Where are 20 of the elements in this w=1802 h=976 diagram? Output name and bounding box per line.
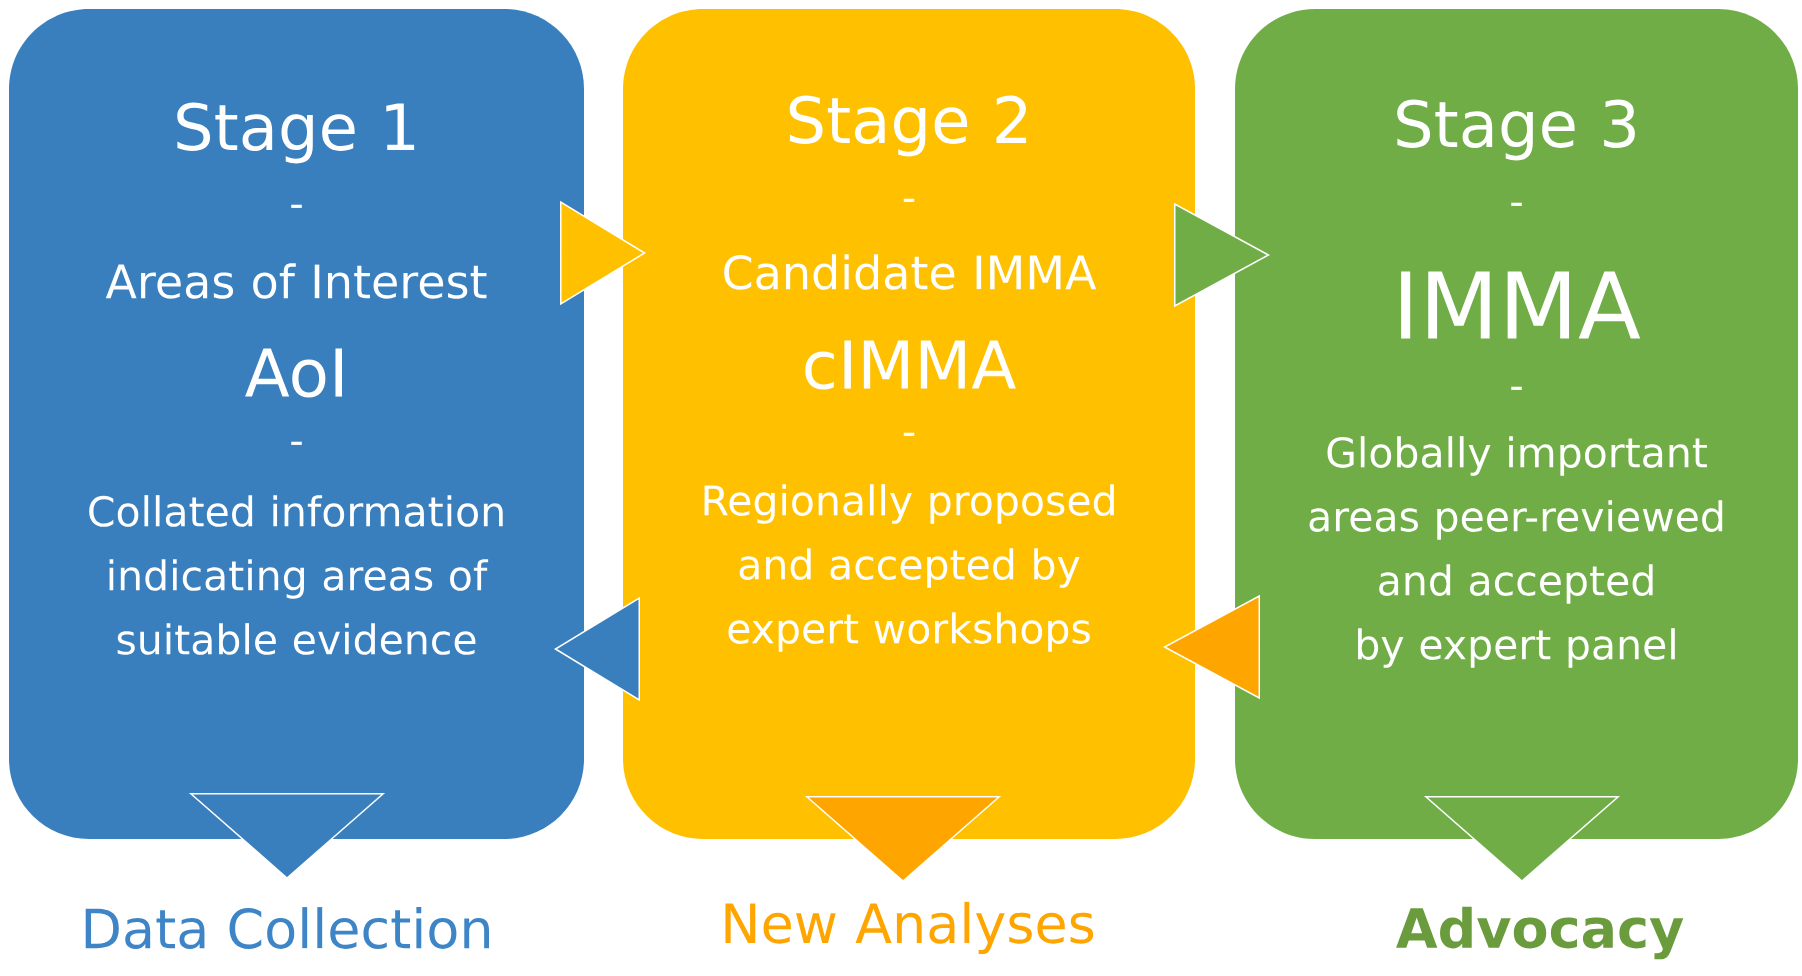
phase-label: New Analyses [725,901,1094,955]
stage-text: - [1511,386,1522,390]
stage-text: Candidate IMMA [724,254,1097,290]
stage-text: Collated information indicating areas of suitable evidence [89,495,503,655]
stage-text: Stage 1 [177,102,415,164]
stage-text: Stage 2 [789,95,1027,157]
stage-text: Stage 3 [1397,99,1635,161]
stage-text: Regionally proposed and accepted by expert workshops [704,484,1114,652]
stage-text: - [291,204,302,208]
stage-text: Areas of Interest [105,263,487,299]
stage-text: Globally important areas peer-reviewed and accepted by expert panel [1309,436,1723,668]
stage-text: cIMMA [805,340,1016,390]
stage-text: - [1511,202,1522,206]
stage-text: - [291,441,302,445]
stage-text: - [903,198,915,202]
phase-label: Advocacy [1396,906,1684,960]
stage-text: - [903,432,915,436]
stage-text: AoI [245,348,342,398]
stage-text: IMMA [1401,271,1641,339]
phase-label: Data Collection [85,907,489,949]
